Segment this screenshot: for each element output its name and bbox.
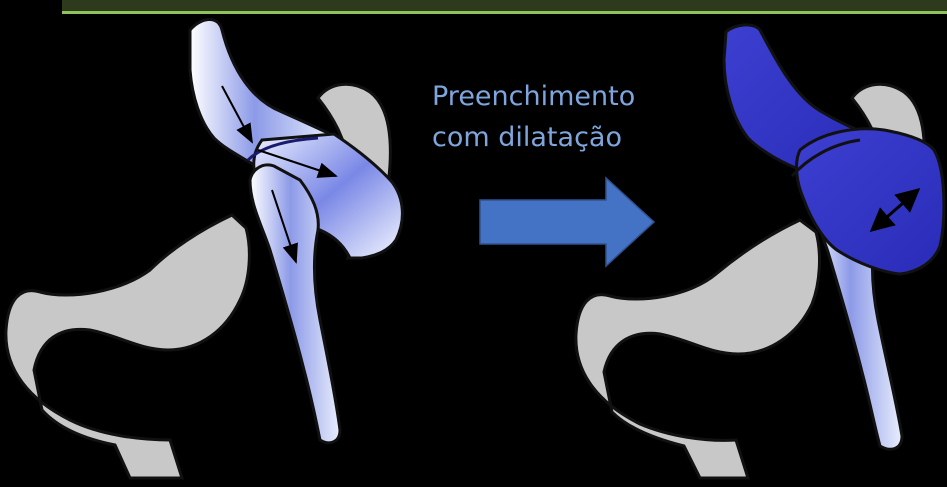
- left-illustration: [6, 19, 403, 478]
- left-stomach-remnant: [6, 215, 249, 478]
- caption-line-1: Preenchimento: [432, 81, 635, 112]
- transition-arrow: [480, 178, 654, 266]
- caption-line-2: com dilatação: [432, 122, 622, 153]
- caption-text: Preenchimento com dilatação: [432, 76, 732, 158]
